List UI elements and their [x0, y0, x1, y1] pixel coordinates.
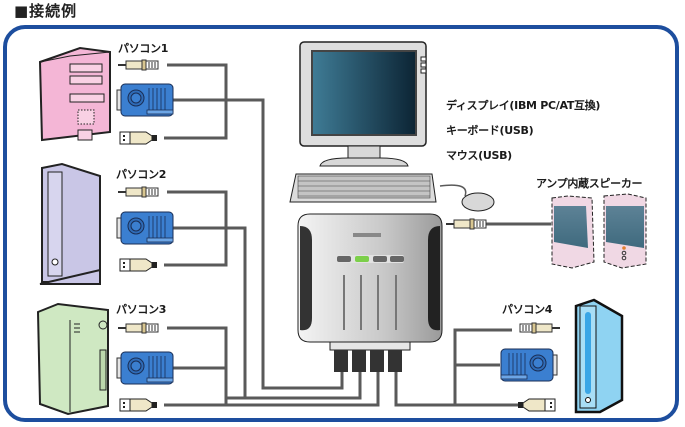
label-mouse: マウス(USB): [446, 149, 512, 162]
label-display: ディスプレイ(IBM PC/AT互換): [446, 99, 601, 112]
diagram-frame: [3, 25, 679, 422]
kvm-switch: [297, 213, 443, 372]
label-computer-2: パソコン2: [116, 168, 167, 181]
cable-pc1-vga: [172, 98, 344, 390]
cable-mouse: [439, 184, 467, 197]
port-led-1: [337, 256, 351, 262]
label-computer-1: パソコン1: [118, 42, 169, 55]
computer-1: [38, 46, 111, 142]
connectors-pc4: [500, 322, 561, 412]
connectors-pc1: [116, 59, 174, 145]
port-led-3: [373, 256, 387, 262]
label-speaker: アンプ内蔵スピーカー: [536, 177, 643, 190]
section-title: ■接続例: [14, 2, 78, 20]
label-keyboard: キーボード(USB): [446, 124, 534, 137]
port-led-4: [390, 256, 404, 262]
cable-pc4: [394, 328, 518, 407]
cables: [164, 63, 551, 407]
kvm-cable-2: [352, 350, 366, 372]
connectors-pc2: [116, 186, 174, 272]
cable-pc3-trunk: [226, 360, 380, 407]
computer-4: [574, 298, 624, 414]
kvm-cable-3: [370, 350, 384, 372]
kvm-cable-4: [388, 350, 402, 372]
kvm-cable-1: [334, 350, 348, 372]
connector-speaker: [445, 218, 487, 230]
port-led-2-active: [355, 256, 369, 262]
label-computer-4: パソコン4: [502, 303, 553, 316]
speakers: [551, 193, 647, 269]
computer-3: [36, 302, 109, 416]
keyboard: [289, 173, 437, 203]
computer-2: [39, 162, 101, 285]
connectors-pc3: [116, 322, 174, 412]
monitor: [299, 41, 427, 167]
label-computer-3: パソコン3: [116, 303, 167, 316]
mouse: [461, 192, 495, 212]
